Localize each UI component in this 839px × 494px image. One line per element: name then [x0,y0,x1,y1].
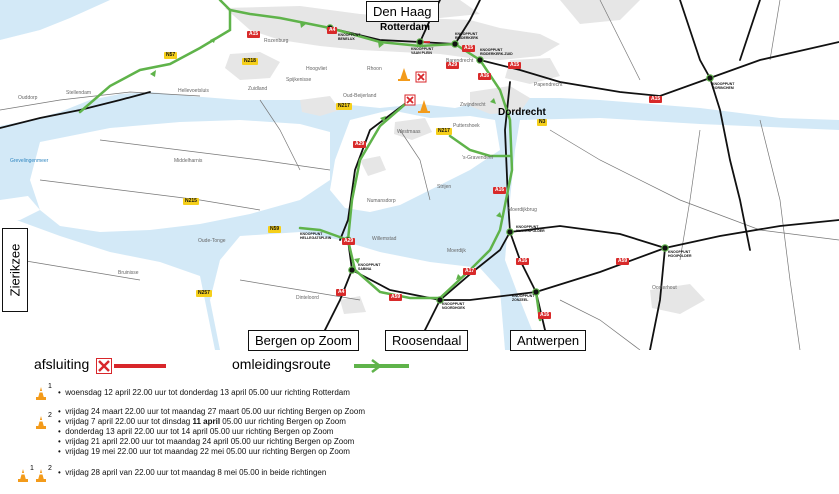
urban-areas [225,0,705,314]
map-cones [398,68,430,113]
town-label: Spijkenisse [286,77,312,83]
road-shield-a16: A16 [516,258,530,265]
junction-label: KNOOPPUNT HOOIPOLDER [668,250,692,258]
schedule-entry: • donderdag 13 april 22.00 uur tot 14 ap… [58,427,334,436]
road-shield-a29: A29 [342,238,356,245]
town-label: Zwijndrecht [460,102,486,108]
road-shield-a59: A59 [616,258,630,265]
town-label: Numansdorp [367,198,396,204]
traffic-cone-icon: 2 [36,412,52,429]
traffic-cone-icon: 1 [36,383,52,400]
junction-label: KNOOPPUNT RIDDERKERK-ZUID [480,48,513,56]
road-shield-a16: A16 [538,312,552,319]
town-label: Willemstad [372,236,397,242]
road-shield-n3: N3 [537,119,548,126]
road-shield-a59: A59 [389,294,403,301]
road-shield-n217: N217 [436,128,452,135]
detour-arrows [150,22,502,280]
water-label-grevelingenmeer: Grevelingenmeer [10,158,49,164]
schedule-entry: • vrijdag 19 mei 22.00 uur tot maandag 2… [58,447,350,456]
junction-label: KNOOPPUNT BENELUX [338,33,361,41]
town-label: Hoogvliet [306,66,327,72]
road-shield-a4: A4 [336,289,347,296]
junction-label: KNOOPPUNT HELLEGATSPLEIN [300,232,332,240]
city-label-bergen-op-zoom: Bergen op Zoom [248,330,359,351]
junction-label: KNOOPPUNT VAAN PLEIN [411,47,434,55]
road-shield-n218: N218 [242,58,258,65]
traffic-cone-icon: 1 [18,465,34,482]
closure-x-markers [404,71,427,106]
legend-detour-label: omleidingsroute [232,356,331,372]
closure-legend-symbol [96,358,166,374]
town-label: Oud-Beijerland [343,93,377,99]
town-label: Westmaas [397,129,421,135]
map [0,0,839,350]
town-label: Moerdijk [447,248,466,254]
town-label: Hellevoetsluis [178,88,209,94]
town-label: 's-Gravendeel [462,155,493,161]
town-label: Puttershoek [453,123,480,129]
junction-label: KNOOPPUNT RIDDERKERK [455,32,479,40]
legend-closure-label: afsluiting [34,356,90,372]
road-shield-a17: A17 [463,268,477,275]
town-label: Rhoon [367,66,382,72]
town-label: Papendrecht [534,82,563,88]
town-label: Stellendam [66,90,92,96]
city-label-den-haag: Den Haag [366,1,439,22]
secondary-roads [0,0,839,350]
town-label: Ouddorp [18,95,38,101]
detour-routes [78,0,542,322]
road-shield-a15: A15 [247,31,261,38]
city-label-dordrecht: Dordrecht [498,107,546,118]
road-shield-n217: N217 [336,103,352,110]
road-shield-a29: A29 [353,141,367,148]
traffic-cone-icon: 2 [36,465,52,482]
town-label: Oosterhout [652,285,677,291]
schedule-entry: • vrijdag 24 maart 22.00 uur tot maandag… [58,407,365,416]
junction-label: KNOOPPUNT KLAVERPOLDER [516,225,545,233]
road-shield-n57: N57 [164,52,178,59]
town-label: Rozenburg [264,38,289,44]
road-shield-n257: N257 [196,290,212,297]
road-shield-n59: N59 [268,226,282,233]
detour-legend-symbol [354,359,409,373]
junction-label: KNOOPPUNT NOORDHOEK [442,302,466,310]
road-shield-a15: A15 [508,62,522,69]
junction-dots [326,24,714,304]
road-shield-a16: A16 [493,187,507,194]
road-shield-a29: A29 [446,62,460,69]
city-label-zierikzee: Zierikzee [2,228,28,312]
schedule-entry: • vrijdag 28 april van 22.00 uur tot maa… [58,468,327,477]
town-label: Moerdijkbrug [508,207,537,213]
town-label: Bruinisse [118,270,139,276]
land-areas [0,0,839,350]
town-label: Dinteloord [296,295,319,301]
city-label-antwerpen: Antwerpen [510,330,587,351]
city-label-roosendaal: Roosendaal [385,330,469,351]
town-label: Middelharnis [174,158,203,164]
junction-label: KNOOPPUNT SABINA [358,263,381,271]
road-shield-a4: A4 [327,27,338,34]
road-shield-n215: N215 [183,198,199,205]
town-label: Oude-Tonge [198,238,226,244]
junction-label: KNOOPPUNT GORINCHEM [712,82,735,90]
road-shield-a15: A15 [649,96,663,103]
schedule-entry: • vrijdag 7 april 22.00 uur tot dinsdag … [58,417,346,426]
junction-label: KNOOPPUNT ZONZEEL [512,294,535,302]
schedule-entry: • woensdag 12 april 22.00 uur tot donder… [58,388,350,397]
town-label: Zuidland [248,86,268,92]
road-shield-a16: A16 [478,73,492,80]
schedule-entry: • vrijdag 21 april 22.00 uur tot maandag… [58,437,355,446]
road-shield-a15: A15 [462,45,476,52]
town-label: Strijen [437,184,452,190]
town-label: Barendrecht [446,58,474,64]
city-label-rotterdam: Rotterdam [380,22,431,33]
